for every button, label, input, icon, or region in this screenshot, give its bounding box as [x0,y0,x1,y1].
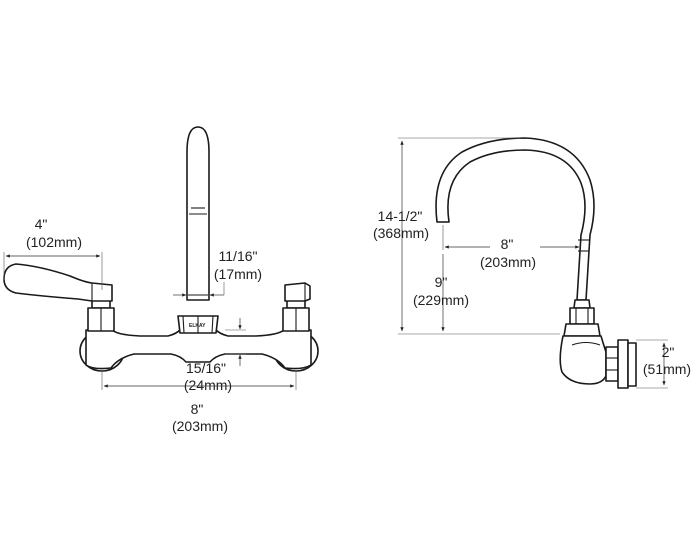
brand-text: ELKAY [189,323,206,329]
dim-total-height: 14-1/2" (368mm) [373,137,560,335]
dim-reach-imperial: 8" [501,236,514,252]
dim-handle-metric: (102mm) [26,234,82,250]
side-inlet-nut [605,346,619,382]
dim-spout-diameter: 11/16" (17mm) [173,248,262,297]
dim-body-height: 15/16" (24mm) [184,318,246,393]
dim-body-height-imperial: 15/16" [186,360,226,376]
front-spout [186,126,210,301]
side-faucet-body [559,335,607,385]
dim-total-height-metric: (368mm) [373,225,429,241]
dim-flange: 2" (51mm) [636,339,691,389]
dim-reach-metric: (203mm) [480,254,536,270]
dim-reach: 8" (203mm) [442,225,580,270]
dim-handle-imperial: 4" [35,216,48,232]
dim-handle-length: 4" (102mm) [3,216,103,290]
dim-spout-height-metric: (229mm) [413,292,469,308]
dim-spout-height-imperial: 9" [435,274,448,290]
dim-spout-height: 9" (229mm) [413,254,469,332]
dim-spout-dia-metric: (17mm) [214,266,262,282]
side-gooseneck-spout [435,137,595,301]
dim-spout-dia-imperial: 11/16" [219,248,258,264]
dim-total-height-imperial: 14-1/2" [378,208,423,224]
dim-centers-metric: (203mm) [172,418,228,434]
dim-body-height-metric: (24mm) [184,377,232,393]
front-view: ELKAY 4" (102mm) 11/16" (17mm) [3,126,319,434]
side-view: 14-1/2" (368mm) 8" (203mm) 9" (229mm) 2"… [373,137,691,389]
dim-flange-imperial: 2" [662,344,675,360]
side-spout-nut [569,307,595,325]
dim-flange-metric: (51mm) [643,361,691,377]
front-faucet-body [85,329,312,370]
dim-centers-imperial: 8" [191,401,204,417]
left-wrist-blade-handle [3,263,113,302]
right-wrist-blade-handle [284,282,311,302]
side-wall-flange [617,339,629,389]
dim-centers: 8" (203mm) [101,372,297,434]
